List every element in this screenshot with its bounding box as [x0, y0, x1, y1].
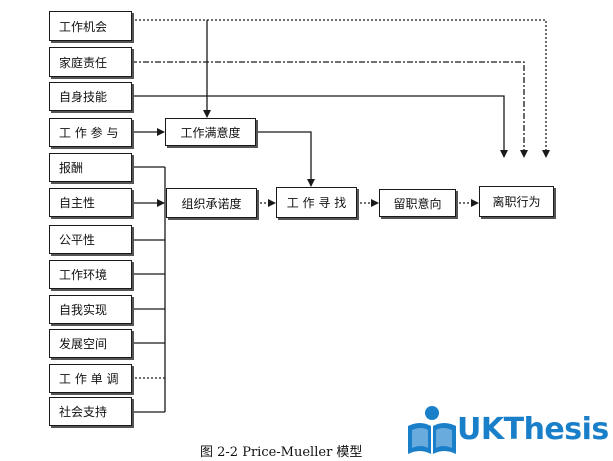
edge-skills-to-turnover — [131, 95, 508, 158]
node-work-participation: 工 作 参 与 — [49, 118, 132, 147]
node-family-responsibility: 家庭责任 — [49, 47, 132, 77]
edge-satisfaction-to-search — [255, 131, 315, 187]
node-work-monotony: 工 作 单 调 — [49, 364, 132, 393]
node-social-support: 社会支持 — [49, 397, 132, 426]
figure-caption: 图 2-2 Price-Mueller 模型 — [200, 445, 363, 460]
node-development-space: 发展空间 — [49, 329, 132, 358]
node-autonomy: 自主性 — [49, 188, 132, 217]
bracket-ticks — [131, 166, 165, 413]
node-turnover-intention: 留职意向 — [379, 189, 456, 217]
node-fairness: 公平性 — [49, 225, 132, 254]
node-self-realization: 自我实现 — [49, 295, 132, 324]
node-turnover-behavior: 离职行为 — [479, 186, 554, 217]
node-work-environment: 工作环境 — [49, 260, 132, 289]
edge-family-to-turnover — [131, 61, 528, 158]
logo-text: UKThesis — [457, 412, 609, 447]
node-job-satisfaction: 工作满意度 — [165, 118, 256, 146]
node-self-skills: 自身技能 — [49, 82, 132, 111]
ukthesis-logo: UKThesis — [403, 404, 609, 458]
node-work-opportunity: 工作机会 — [49, 11, 132, 41]
node-organizational-commitment: 组织承诺度 — [166, 188, 257, 218]
node-pay: 报酬 — [49, 153, 132, 182]
node-job-search: 工 作 寻 找 — [276, 187, 357, 218]
reading-person-icon — [408, 406, 456, 454]
